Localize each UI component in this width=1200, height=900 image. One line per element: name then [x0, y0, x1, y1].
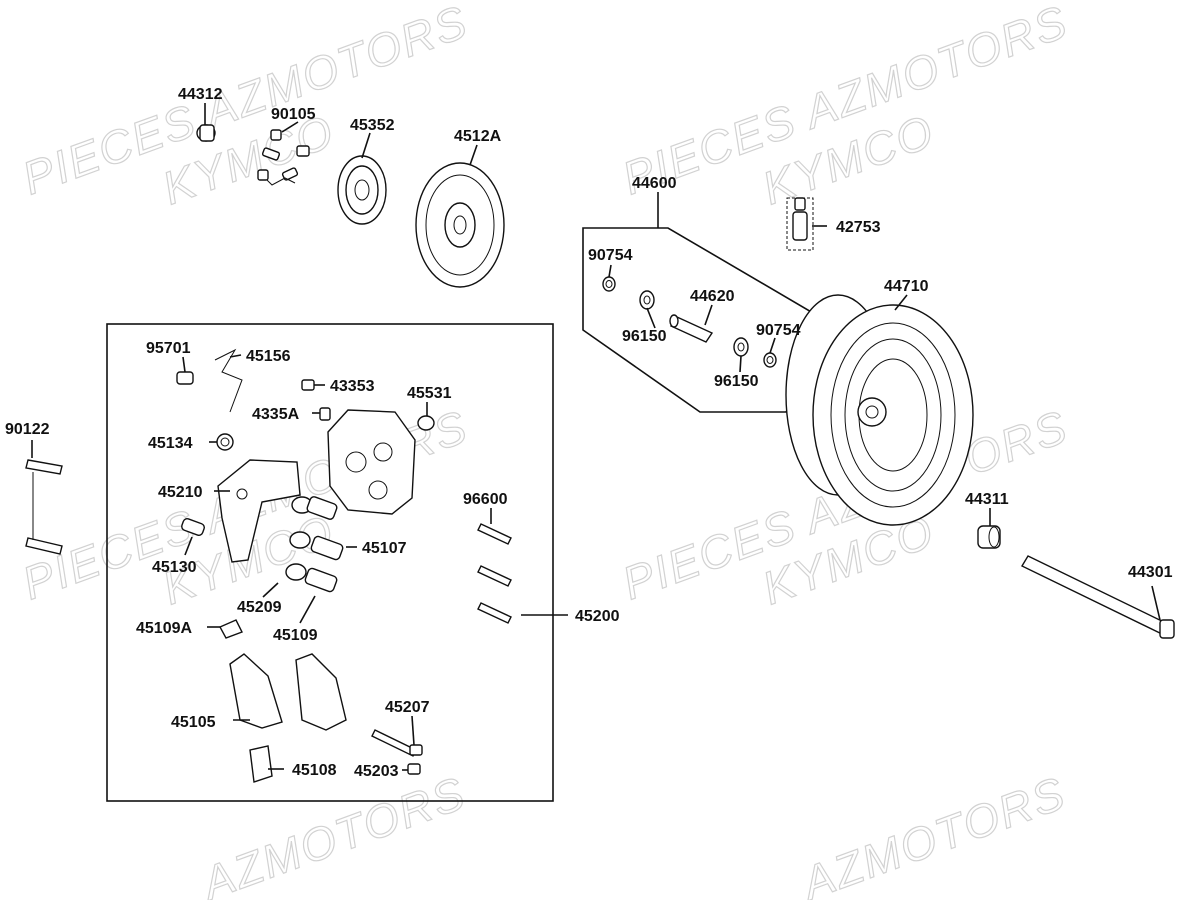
part-label: 4335A: [252, 406, 300, 423]
part-label: 4512A: [454, 128, 502, 145]
bolts-90105: [257, 129, 310, 186]
bolt-95701: [176, 371, 194, 385]
bolts-90122: [25, 459, 63, 555]
pin-45207: [371, 729, 423, 757]
part-label: 45109A: [136, 620, 192, 637]
part-label: 45200: [575, 608, 620, 625]
bush-44312: [196, 124, 216, 142]
part-label: 90754: [588, 247, 633, 264]
bolts-96600: [477, 523, 512, 624]
part-label: 96600: [463, 491, 508, 508]
part-label: 44620: [690, 288, 735, 305]
bleeder-43353: [301, 379, 315, 391]
part-label: 43353: [330, 378, 375, 395]
part-label: 45130: [152, 559, 197, 576]
part-labels: 44312 90105 45352 4512A 44600 42753 9075…: [5, 86, 1173, 780]
part-label: 44312: [178, 86, 223, 103]
part-label: 95701: [146, 340, 191, 357]
part-label: 90105: [271, 106, 316, 123]
part-label: 45107: [362, 540, 407, 557]
part-label: 96150: [622, 328, 667, 345]
caliper-assembly-frame: [106, 323, 554, 802]
part-label: 45134: [148, 435, 193, 452]
plate-45108: [249, 745, 273, 783]
pistons-45107: [285, 496, 344, 593]
part-label: 44311: [965, 491, 1009, 508]
plug-45203: [407, 763, 421, 775]
valve-42753: [786, 197, 814, 251]
part-label: 42753: [836, 219, 881, 236]
leader-lines: [31, 103, 1161, 771]
part-label: 96150: [714, 373, 759, 390]
brake-disc-4512A: [415, 162, 505, 288]
part-label: 45531: [407, 385, 452, 402]
caliper-body: [327, 409, 416, 515]
part-label: 45352: [350, 117, 395, 134]
part-label: 45105: [171, 714, 216, 731]
part-drawings: [25, 124, 1175, 783]
collar-44620: [669, 314, 714, 343]
watermark: AZMOTORS: [793, 766, 1073, 900]
part-label: 45207: [385, 699, 430, 716]
part-label: 44710: [884, 278, 929, 295]
cap-45531: [417, 415, 435, 431]
part-label: 45109: [273, 627, 318, 644]
clip-45109A: [219, 619, 243, 639]
part-label: 45209: [237, 599, 282, 616]
bush-44311: [977, 525, 1001, 549]
bracket-45210: [217, 459, 301, 563]
seal-45134: [216, 433, 234, 451]
part-label: 90122: [5, 421, 50, 438]
part-label: 90754: [756, 322, 801, 339]
part-label: 45203: [354, 763, 399, 780]
pads-45105: [229, 653, 347, 731]
part-label: 45108: [292, 762, 337, 779]
part-label: 45210: [158, 484, 203, 501]
axle-44301: [1021, 555, 1175, 639]
part-label: 44301: [1128, 564, 1173, 581]
disc-carrier-45352: [337, 155, 387, 225]
nut-90754: [602, 276, 616, 292]
wheel-44710: [785, 294, 974, 526]
spring-45156: [214, 348, 243, 413]
pin-45130: [181, 518, 205, 536]
watermark: AZMOTORS: [193, 766, 473, 900]
bleeder-4335A: [319, 407, 331, 421]
spacer-96150: [639, 290, 655, 310]
spacer-96150-b: [733, 337, 749, 357]
part-label: 44600: [632, 175, 677, 192]
nut-90754-b: [763, 352, 777, 368]
part-label: 45156: [246, 348, 291, 365]
